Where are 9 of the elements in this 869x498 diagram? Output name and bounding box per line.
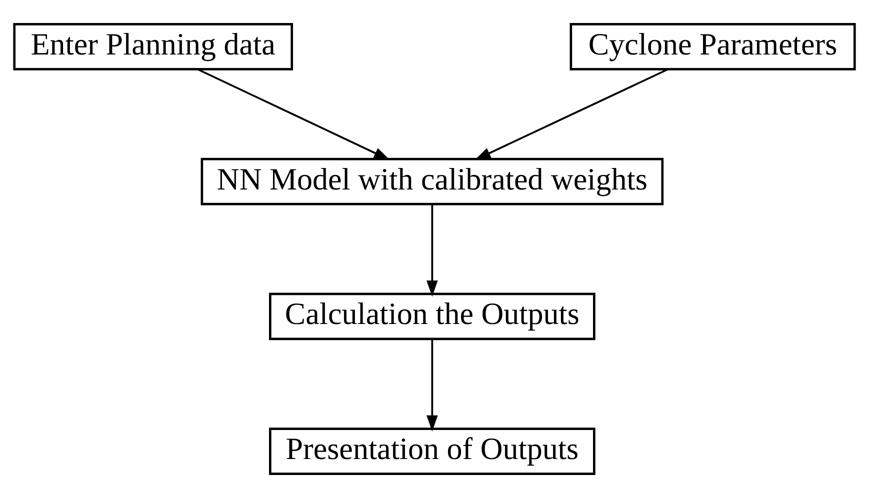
arrow — [474, 68, 668, 160]
node-box: NN Model with calibrated weights — [200, 158, 664, 206]
arrow — [426, 204, 438, 297]
node-box: Presentation of Outputs — [269, 428, 596, 475]
node-box: Calculation the Outputs — [269, 292, 596, 340]
node-box: Cyclone Parameters — [570, 23, 856, 70]
arrow — [426, 339, 438, 432]
arrow — [198, 68, 390, 160]
node-box: Enter Planning data — [13, 23, 294, 70]
